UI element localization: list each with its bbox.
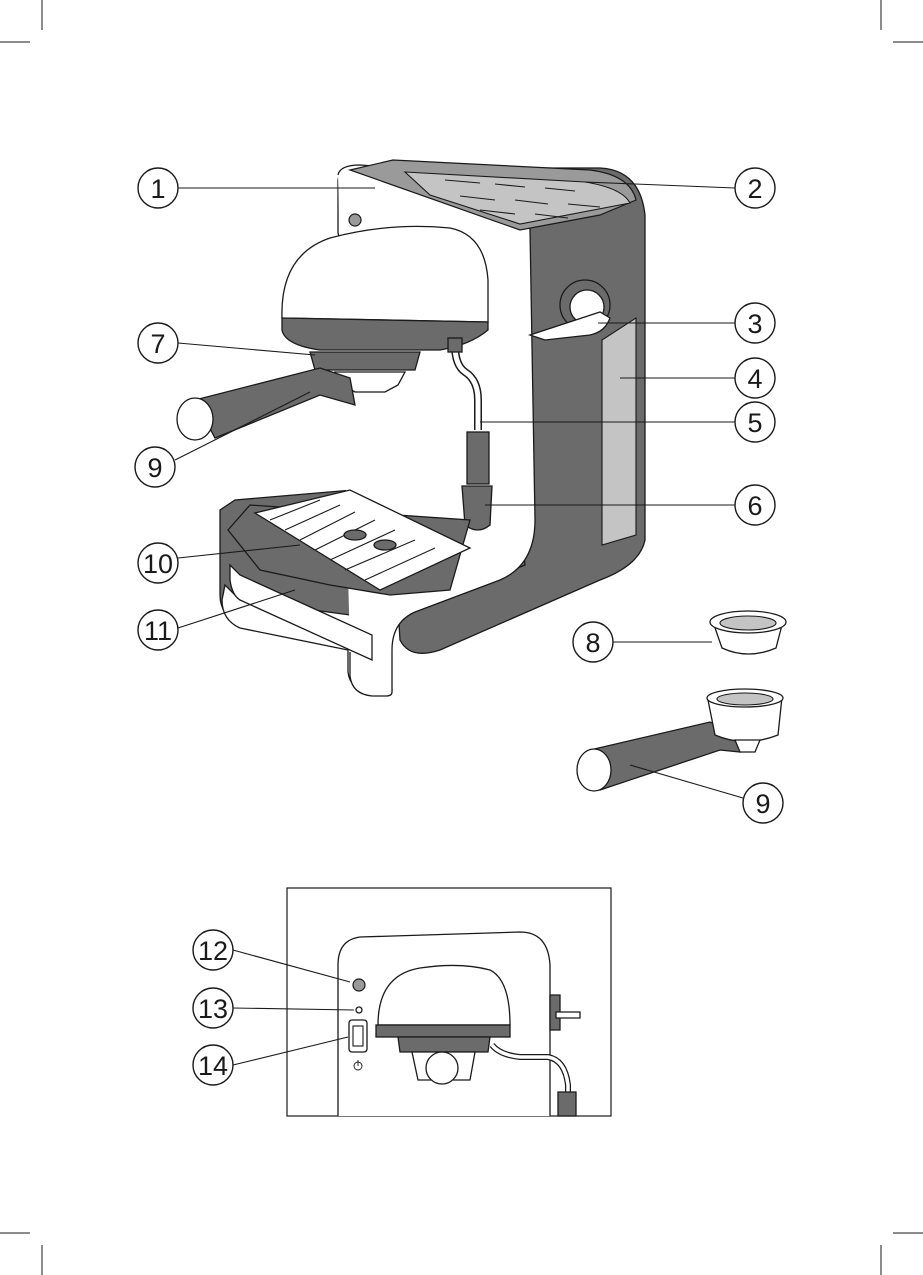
callout-5-label: 5 (747, 408, 762, 438)
power-indicator-light (349, 214, 361, 226)
callout-12-label: 12 (198, 936, 228, 966)
portafilter-handle (177, 368, 355, 440)
callout-9-machine-label: 9 (147, 453, 162, 483)
brew-head-cover (282, 226, 488, 322)
callout-8-label: 8 (585, 628, 600, 658)
front-detail-inset (287, 888, 611, 1116)
filter-holder-collar (310, 352, 420, 370)
callout-13: 13 (193, 988, 233, 1028)
callout-1: 1 (138, 168, 178, 208)
callout-7: 7 (138, 323, 178, 363)
callout-7-label: 7 (150, 329, 165, 359)
ready-indicator-light (356, 1007, 362, 1013)
callout-11: 11 (138, 610, 178, 650)
callout-9-part-label: 9 (755, 789, 770, 819)
callout-6: 6 (735, 485, 775, 525)
callout-11-label: 11 (144, 616, 172, 646)
callout-9-machine: 9 (135, 447, 175, 487)
power-indicator-light-inset (353, 979, 365, 991)
callout-3: 3 (735, 303, 775, 343)
callout-9-part: 9 (743, 783, 783, 823)
power-switch (349, 1020, 367, 1052)
espresso-machine (177, 160, 645, 696)
callout-14-label: 14 (198, 1051, 228, 1081)
callout-4-label: 4 (747, 364, 762, 394)
callout-10-label: 10 (143, 549, 173, 579)
callout-2-label: 2 (747, 174, 762, 204)
callout-10: 10 (138, 543, 178, 583)
callout-3-label: 3 (747, 309, 762, 339)
callout-13-label: 13 (198, 994, 228, 1024)
callout-12: 12 (193, 930, 233, 970)
callout-5: 5 (735, 402, 775, 442)
callout-1-label: 1 (150, 174, 165, 204)
portafilter-separate (577, 689, 783, 791)
callout-4: 4 (735, 358, 775, 398)
callout-6-label: 6 (747, 491, 762, 521)
water-level-window (602, 318, 636, 545)
coffee-filter-insert (710, 611, 786, 654)
callout-2: 2 (735, 168, 775, 208)
callout-8: 8 (573, 622, 613, 662)
callout-14: 14 (193, 1045, 233, 1085)
